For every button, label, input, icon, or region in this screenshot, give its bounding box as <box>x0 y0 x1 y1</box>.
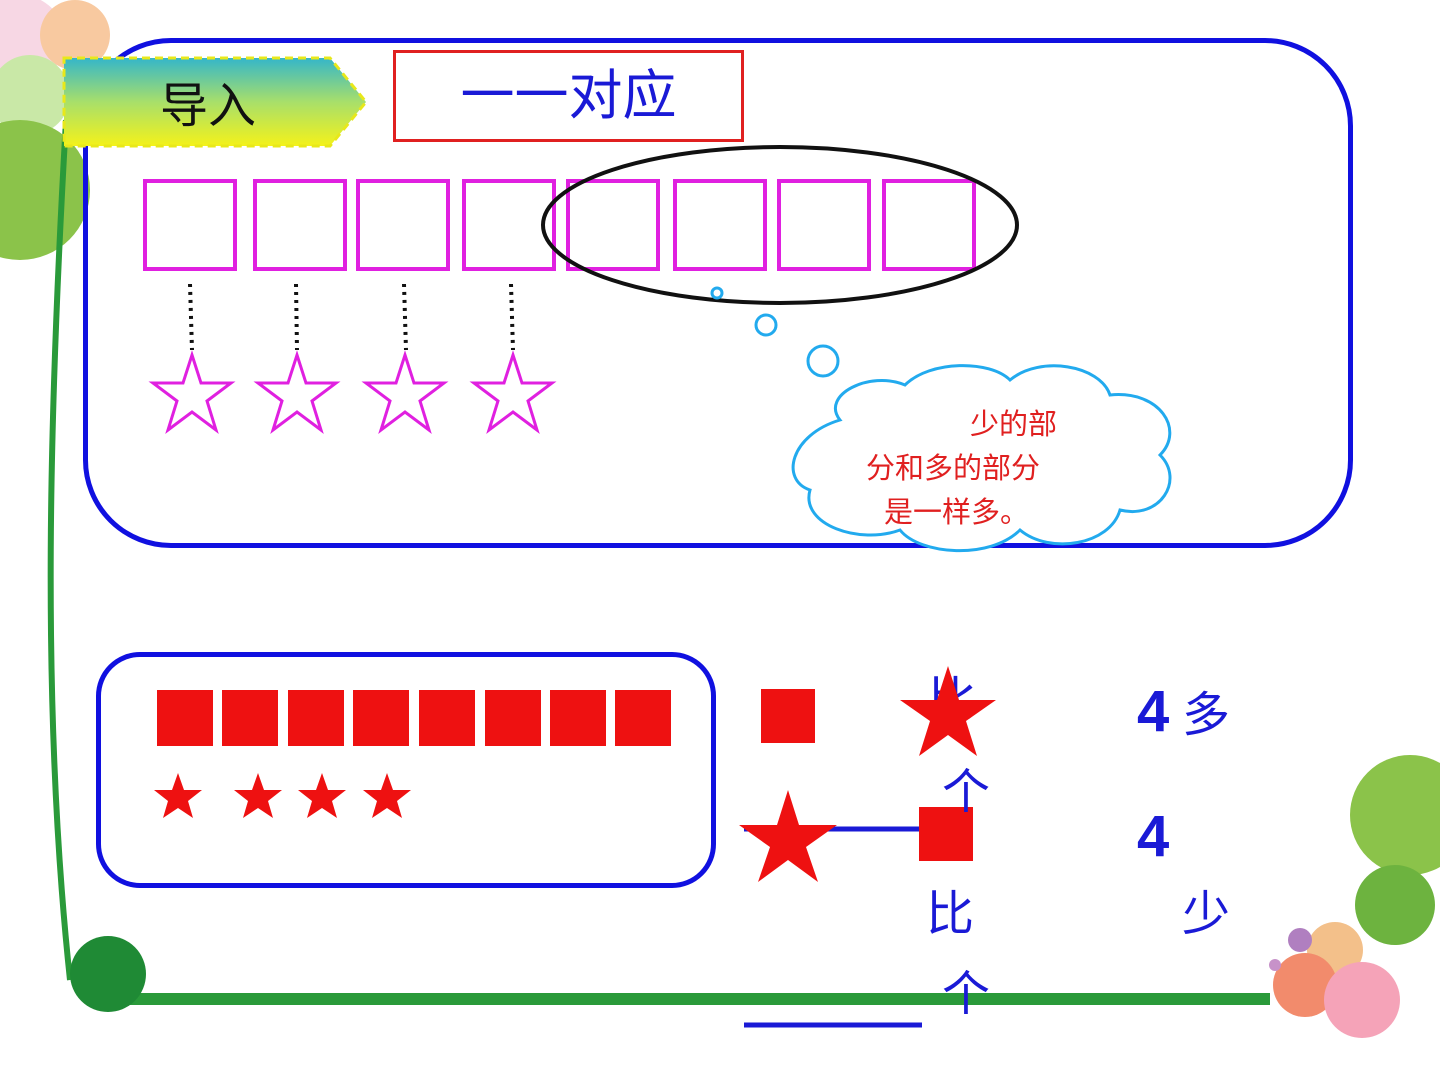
callout-line-2: 分和多的部分 <box>866 451 1041 485</box>
match-connector <box>402 283 408 351</box>
match-connector <box>509 283 515 351</box>
decor-bubble <box>0 55 70 135</box>
thought-dot <box>710 286 724 300</box>
outline-square <box>253 179 347 271</box>
decor-bubble <box>70 936 146 1012</box>
decor-bubble <box>0 120 90 260</box>
filled-square <box>615 690 671 746</box>
callout-line-3: 是一样多。 <box>884 495 1030 529</box>
filled-star <box>234 773 282 818</box>
filled-square <box>485 690 541 746</box>
outline-square <box>882 179 976 271</box>
row2-word-less: 少 <box>1182 886 1231 942</box>
thought-dot <box>806 344 840 378</box>
filled-star <box>154 773 202 818</box>
outline-square <box>143 179 237 271</box>
decor-bottom-bar <box>110 993 1270 1005</box>
top-panel <box>83 38 1353 548</box>
callout-cloud <box>791 364 1172 553</box>
outline-star <box>253 350 341 434</box>
row2-number: 4 <box>1137 804 1170 869</box>
decor-bubble <box>1324 962 1400 1038</box>
outline-square <box>673 179 767 271</box>
row1-star-icon <box>900 666 996 756</box>
excess-ellipse <box>541 145 1019 305</box>
decor-bubble <box>1269 959 1281 971</box>
filled-square <box>353 690 409 746</box>
comparison-diagram <box>154 689 973 1028</box>
outline-star <box>148 350 236 434</box>
row1-word-more: 多 <box>1182 687 1231 743</box>
row2-word-bi: 比 <box>926 886 975 942</box>
decor-bubble <box>1288 928 1312 952</box>
matching-diagram <box>143 145 1172 553</box>
filled-star <box>363 773 411 818</box>
filled-square <box>419 690 475 746</box>
bottom-panel <box>96 652 716 888</box>
outline-square <box>356 179 450 271</box>
row1-number: 4 <box>1137 679 1170 744</box>
row2-word-ge: 个 <box>942 966 991 1022</box>
match-connector <box>188 283 194 351</box>
callout-text: 少的部 分和多的部分 是一样多。 <box>848 402 1108 534</box>
outline-square <box>566 179 660 271</box>
filled-square <box>550 690 606 746</box>
match-connector <box>294 283 299 351</box>
row2-star-icon <box>739 790 837 882</box>
filled-star <box>298 773 346 818</box>
decor-bubble <box>1350 755 1440 875</box>
decor-stem <box>47 119 73 981</box>
outline-star <box>361 350 449 434</box>
row1-word-ge: 个 <box>942 764 991 820</box>
section-tag-arrow <box>62 56 368 148</box>
row2-square-icon <box>919 807 973 861</box>
outline-star <box>469 350 557 434</box>
thought-dot <box>754 313 778 337</box>
outline-square <box>462 179 556 271</box>
filled-square <box>157 690 213 746</box>
decor-bubble <box>1273 953 1337 1017</box>
callout-line-1: 少的部 <box>970 407 1058 441</box>
slide-title: 一一对应 <box>393 50 744 142</box>
decor-bubble <box>40 0 110 70</box>
filled-square <box>288 690 344 746</box>
decor-bubble <box>1355 865 1435 945</box>
row1-square-icon <box>761 689 815 743</box>
filled-square <box>222 690 278 746</box>
section-label: 导入 <box>159 78 256 134</box>
outline-square <box>777 179 871 271</box>
